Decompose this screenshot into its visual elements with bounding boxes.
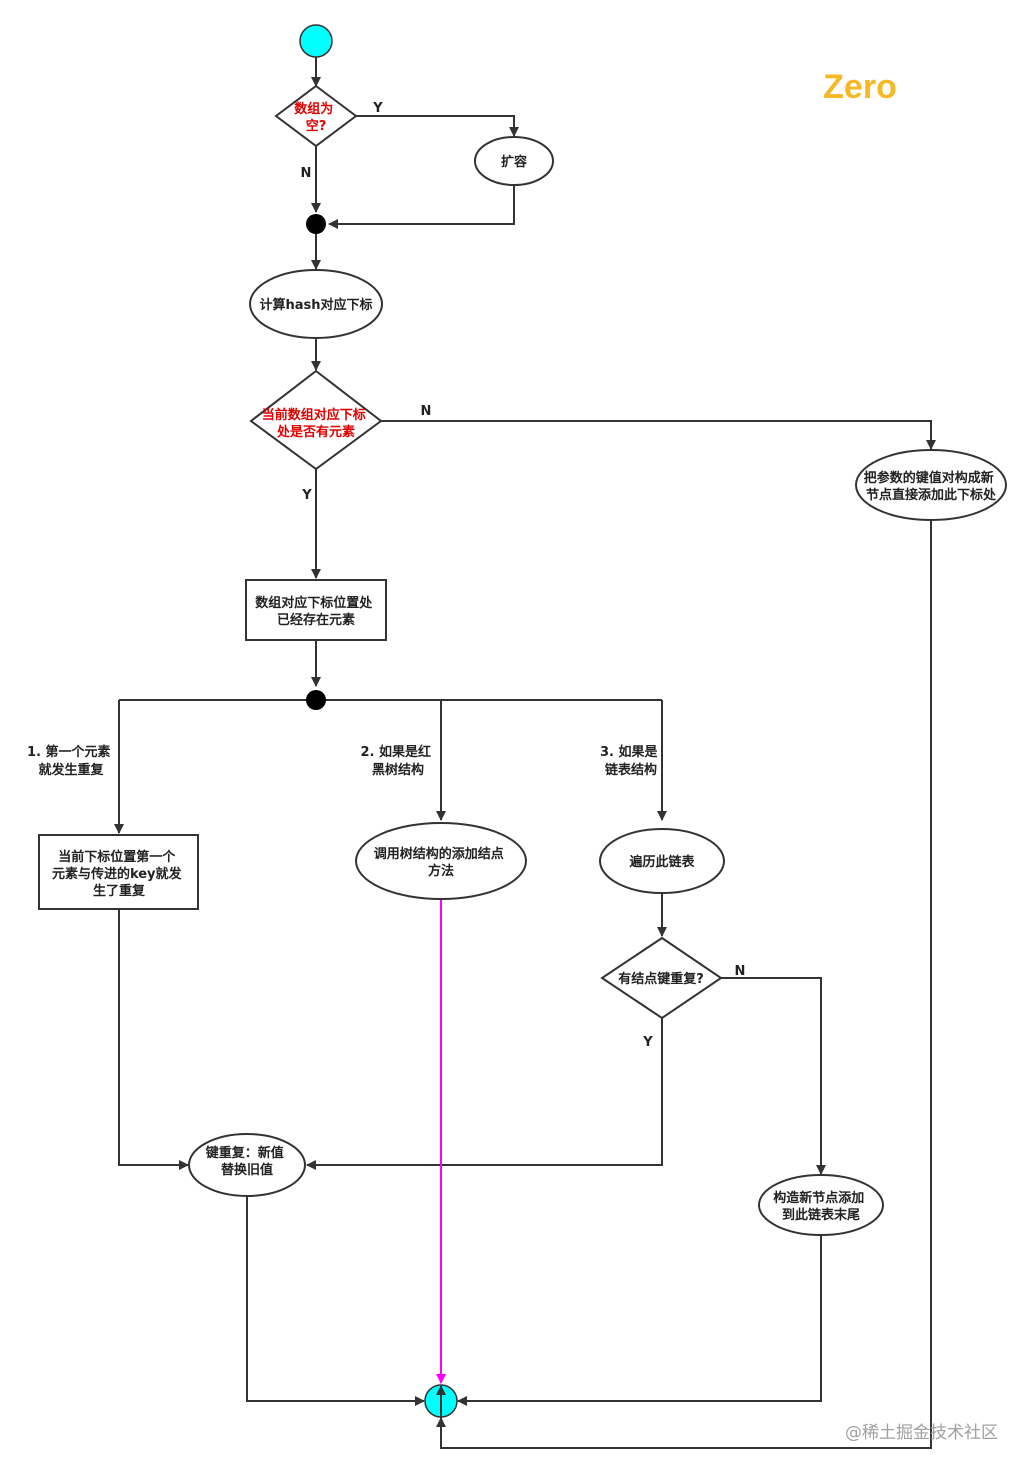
node-resize-label: 扩容 — [501, 154, 527, 170]
node-replace-value-label: 键重复：新值 替换旧值 — [205, 1145, 289, 1178]
decision-node-key-dup-label: 有结点键重复? — [618, 971, 704, 987]
merge-point-branch — [306, 690, 326, 710]
watermark: @稀土掘金技术社区 — [845, 1423, 998, 1443]
node-append-new-node-label: 构造新节点添加 到此链表末尾 — [773, 1190, 869, 1223]
decision-node-key-dup — [600, 936, 723, 1020]
merge-point-top — [306, 214, 326, 234]
edge-has-no-to-add — [381, 420, 936, 450]
node-resize — [474, 136, 554, 186]
node-replace-value — [188, 1133, 306, 1197]
node-call-tree-add — [355, 822, 527, 900]
edge-dup-no-to-append — [721, 977, 826, 1175]
node-traverse-list-label: 遍历此链表 — [628, 854, 695, 870]
label-branch1: 1. 第一个元素 就发生重复 — [27, 744, 115, 778]
node-append-new-node — [758, 1174, 884, 1236]
node-element-exists-label: 数组对应下标位置处 已经存在元素 — [255, 595, 377, 628]
edge-dup-yes-to-replace — [306, 1018, 663, 1170]
label-has-no: N — [421, 404, 432, 419]
brand-title: Zero — [823, 68, 897, 106]
edge-resize-to-merge — [328, 185, 515, 229]
node-traverse-list — [599, 828, 725, 894]
edge-add-to-end — [436, 519, 932, 1449]
node-call-tree-add-label: 调用树结构的添加结点 方法 — [374, 846, 509, 879]
node-first-element-dup — [38, 834, 199, 910]
label-branch2: 2. 如果是红 黑树结构 — [360, 744, 435, 778]
node-add-direct-label: 把参数的键值对构成新 节点直接添加此下标处 — [864, 470, 999, 503]
label-branch3: 3. 如果是 链表结构 — [600, 744, 662, 778]
label-has-yes: Y — [301, 488, 312, 503]
start-node — [299, 24, 333, 58]
edge-first-to-replace — [118, 909, 189, 1170]
decision-has-element-label: 当前数组对应下标 处是否有元素 — [262, 407, 371, 440]
node-first-element-dup-label: 当前下标位置第一个 元素与传进的key就发 生了重复 — [52, 849, 186, 899]
edge-replace-to-end — [246, 1196, 425, 1406]
node-element-exists — [245, 579, 387, 641]
label-dup-no: N — [735, 964, 746, 979]
label-empty-no: N — [301, 166, 312, 181]
label-dup-yes: Y — [642, 1035, 653, 1050]
node-add-direct — [855, 449, 1007, 521]
decision-array-empty-label: 数组为 空? — [294, 101, 338, 134]
edge-empty-yes-to-resize — [356, 115, 519, 137]
label-empty-yes: Y — [372, 101, 383, 116]
edge-append-to-end — [457, 1234, 822, 1406]
node-compute-hash-label: 计算hash对应下标 — [259, 297, 372, 313]
decision-array-empty — [274, 84, 358, 148]
decision-has-element — [249, 369, 383, 471]
node-compute-hash — [249, 269, 383, 339]
